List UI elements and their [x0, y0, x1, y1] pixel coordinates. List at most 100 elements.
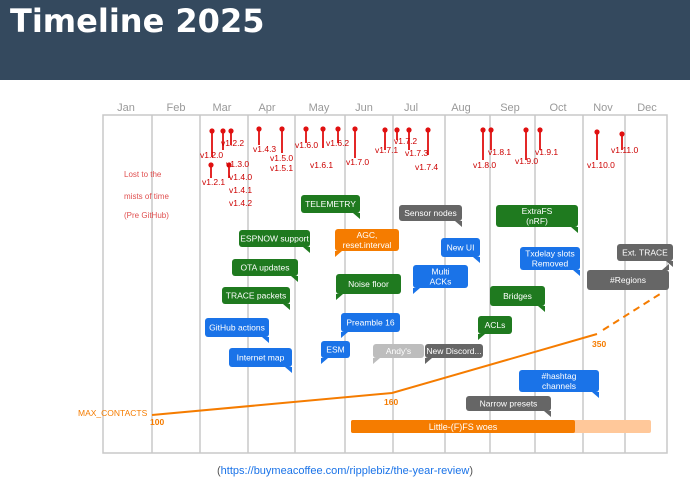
- feature-ota-updates: OTA updates: [232, 259, 298, 282]
- release-pin-head: [619, 131, 625, 137]
- feature-box: [205, 318, 269, 337]
- feature-tail: [283, 304, 290, 310]
- month-label-jan: Jan: [117, 102, 135, 114]
- feature-tail: [478, 334, 485, 340]
- feature-label: Internet map: [237, 353, 285, 363]
- release-pin-head: [209, 128, 215, 134]
- version-label-v1-5-1: v1.5.1: [270, 163, 293, 173]
- version-label-v1-7-2: v1.7.2: [394, 136, 417, 146]
- release-pin-head: [406, 127, 412, 133]
- feature-label: Noise floor: [348, 279, 389, 289]
- feature-label: channels: [542, 381, 576, 391]
- feature-espnow-support: ESPNOW support: [239, 230, 310, 253]
- feature-tail: [335, 251, 342, 257]
- feature-trace-packets: TRACE packets: [222, 287, 290, 310]
- feature-box: [239, 230, 310, 247]
- feature-tail: [413, 288, 420, 294]
- feature-box: [520, 247, 580, 270]
- woes-label: Little-(F)FS woes: [429, 422, 498, 432]
- feature-box: [336, 274, 401, 294]
- feature-label: Removed: [532, 259, 569, 269]
- version-label-v1-7-4: v1.7.4: [415, 162, 438, 172]
- release-pin-head: [226, 162, 232, 168]
- version-label-v1-6-2: v1.6.2: [326, 138, 349, 148]
- month-label-feb: Feb: [167, 102, 186, 114]
- feature-label: #Regions: [610, 275, 646, 285]
- version-label-v1-11-0: v1.11.0: [611, 145, 639, 155]
- version-label-v1-2-0: v1.2.0: [200, 150, 223, 160]
- feature-esm: ESM: [321, 341, 350, 364]
- feature-label: ACKs: [430, 277, 452, 287]
- feature-tail: [592, 392, 599, 398]
- feature-box: [399, 205, 462, 221]
- feature-box: [519, 370, 599, 392]
- page-title: Timeline 2025: [10, 2, 265, 40]
- version-label-v1-4-0: v1.4.0: [229, 172, 252, 182]
- feature-label: Andy's: [386, 346, 411, 356]
- version-label-v1-4-2: v1.4.2: [229, 198, 252, 208]
- lost-note-line: mists of time: [124, 192, 169, 201]
- footer: (https://buymeacoffee.com/ripplebiz/the-…: [0, 465, 690, 477]
- feature-box: [222, 287, 290, 304]
- feature-new-ui: New UI: [441, 238, 480, 263]
- review-link[interactable]: https://buymeacoffee.com/ripplebiz/the-y…: [220, 465, 470, 477]
- feature-box: [441, 238, 480, 257]
- feature-tail: [666, 261, 673, 267]
- feature-label: New UI: [447, 243, 475, 253]
- month-label-may: May: [309, 102, 330, 114]
- release-pin-head: [537, 127, 543, 133]
- feature-tail: [544, 411, 551, 417]
- month-label-apr: Apr: [258, 102, 275, 114]
- max-contacts-value-350: 350: [592, 339, 606, 349]
- header-bar: Timeline 2025: [0, 0, 690, 80]
- release-pin-head: [352, 126, 358, 132]
- feature-label: TELEMETRY: [305, 199, 356, 209]
- release-pin-head: [480, 127, 486, 133]
- feature-label: (nRF): [526, 216, 548, 226]
- month-label-dec: Dec: [637, 102, 657, 114]
- feature-tail: [285, 367, 292, 373]
- version-label-v1-4-3: v1.4.3: [253, 144, 276, 154]
- footer-paren-close: ): [469, 465, 473, 477]
- version-label-v1-10-0: v1.10.0: [587, 160, 615, 170]
- release-pin-head: [335, 126, 341, 132]
- month-label-jul: Jul: [404, 102, 418, 114]
- feature-label: #hashtag: [542, 371, 577, 381]
- feature-box: [373, 344, 424, 358]
- feature-acls: ACLs: [478, 316, 512, 340]
- feature-tail: [473, 257, 480, 263]
- lost-note-line: Lost to the: [124, 170, 162, 179]
- version-label-v1-3-0: v1.3.0: [226, 159, 249, 169]
- feature-tail: [573, 270, 580, 276]
- feature-tail: [425, 358, 432, 364]
- feature-label: Txdelay slots: [525, 249, 575, 259]
- release-pin-head: [279, 126, 285, 132]
- feature-tail: [303, 247, 310, 253]
- month-label-jun: Jun: [355, 102, 373, 114]
- feature-label: reset.interval: [343, 240, 392, 250]
- release-pin-head: [523, 127, 529, 133]
- lost-note-line: (Pre GitHub): [124, 211, 169, 220]
- feature-label: Bridges: [503, 291, 532, 301]
- version-label-v1-4-1: v1.4.1: [229, 185, 252, 195]
- version-label-v1-7-0: v1.7.0: [346, 157, 369, 167]
- version-label-v1-9-0: v1.9.0: [515, 156, 538, 166]
- feature-tail: [336, 294, 343, 300]
- max-contacts-label: MAX_CONTACTS: [78, 408, 148, 418]
- feature-label: Ext. TRACE: [622, 248, 668, 258]
- woes-bar: [351, 420, 575, 433]
- feature-tail: [538, 306, 545, 312]
- feature-label: Preamble 16: [346, 318, 394, 328]
- feature-label: New Discord...: [426, 346, 481, 356]
- feature-label: GitHub actions: [209, 323, 265, 333]
- feature-regions: #Regions: [587, 264, 669, 290]
- version-label-v1-7-1: v1.7.1: [375, 145, 398, 155]
- feature-github-actions: GitHub actions: [205, 318, 269, 343]
- month-label-sep: Sep: [500, 102, 520, 114]
- release-pin-head: [394, 127, 400, 133]
- max-contacts-value-100: 100: [150, 417, 164, 427]
- release-pin-head: [208, 162, 214, 168]
- feature-label: OTA updates: [241, 263, 290, 273]
